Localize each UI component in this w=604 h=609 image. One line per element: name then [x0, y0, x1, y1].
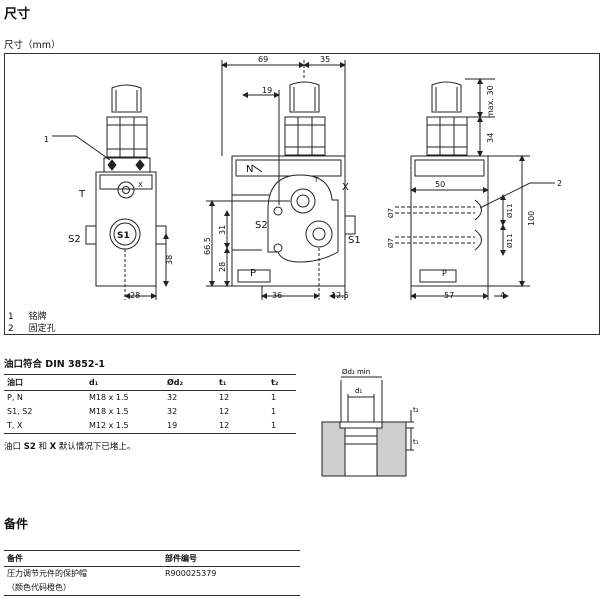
table-cell: S1, S2 [7, 407, 33, 416]
legend-number: 1 [8, 312, 14, 322]
fig-label-t1: t₁ [413, 438, 419, 446]
table-cell: 32 [167, 407, 178, 416]
port-s2-label-left: S2 [68, 234, 81, 245]
dim-100: 100 [527, 211, 536, 226]
port-x-label-left: X [138, 181, 143, 189]
port-x-label-right: X [342, 182, 349, 193]
legend-text: 铭牌 [28, 312, 47, 322]
dim-50: 50 [435, 180, 445, 189]
note-text: 和 [35, 442, 50, 452]
dim-31: 31 [218, 225, 227, 235]
legend-item: 1 铭牌 [8, 309, 47, 322]
dim-35: 35 [320, 55, 330, 64]
legend-item: 2 固定孔 [8, 321, 56, 334]
spares-table: 备件 部件编号 压力调节元件的保护帽 R900025379 （颜色代码橙色） [4, 550, 300, 596]
port-detail-figure: Ød₂ min d₁ t₂ t₁ [321, 368, 419, 477]
column-header: 部件编号 [162, 550, 300, 567]
dim-34: 34 [486, 133, 495, 143]
dim-19: 19 [262, 86, 272, 95]
port-t-label-left: T [78, 189, 86, 200]
table-cell: 1 [268, 419, 296, 434]
table-cell: （颜色代码橙色） [4, 581, 162, 596]
column-header: Ød₂ [164, 374, 216, 391]
dim-12-5: 12.5 [331, 291, 349, 300]
left-view [52, 84, 169, 300]
legend-number: 2 [8, 324, 14, 334]
side-view [395, 78, 555, 300]
port-s2-label-mid: S2 [255, 220, 268, 231]
port-n-label: N [246, 164, 253, 175]
dim-4: 4 [500, 291, 505, 300]
column-header: 油口 [4, 374, 86, 391]
table-row: 压力调节元件的保护帽 R900025379 [4, 567, 300, 582]
port-p-label: P [250, 268, 256, 279]
dim-dia-7-lower: Ø7 [387, 238, 395, 248]
column-header: d₁ [86, 374, 164, 391]
port-s1-circle-label: S1 [117, 231, 130, 241]
fig-label-t2: t₂ [413, 406, 419, 414]
note-text: 默认情况下已堵上。 [56, 442, 136, 452]
ports-section-title: 油口符合 DIN 3852-1 [4, 359, 105, 370]
legend-text: 固定孔 [28, 324, 56, 334]
dim-57: 57 [444, 291, 454, 300]
table-cell: R900025379 [165, 569, 217, 578]
column-header: t₂ [268, 374, 296, 391]
table-row: T, X M12 x 1.5 19 12 1 [4, 419, 296, 434]
table-cell: 12 [216, 419, 268, 434]
dim-38: 38 [165, 255, 174, 265]
dim-dia-11-lower: Ø11 [506, 234, 514, 248]
note-port-s2: S2 [23, 442, 36, 452]
column-header: t₁ [216, 374, 268, 391]
port-t-label-right: T [313, 176, 319, 184]
note-text: 油口 [4, 442, 24, 452]
note-port-x: X [49, 442, 57, 452]
fig-label-od2-min: Ød₂ min [342, 368, 370, 376]
table-header-row: 油口 d₁ Ød₂ t₁ t₂ [4, 374, 296, 391]
table-row: P, N M18 x 1.5 32 12 1 [4, 391, 296, 406]
spares-section-title: 备件 [4, 517, 29, 531]
table-cell: M12 x 1.5 [86, 419, 164, 434]
dim-28-vertical: 28 [218, 262, 227, 272]
table-cell: M18 x 1.5 [89, 393, 129, 402]
table-cell: M18 x 1.5 [89, 407, 129, 416]
front-view [206, 60, 356, 300]
dim-69: 69 [258, 55, 268, 64]
ports-note: 油口 S2 和 X 默认情况下已堵上。 [4, 440, 135, 452]
dim-dia-11-upper: Ø11 [506, 204, 514, 218]
dim-66-5: 66.5 [203, 237, 212, 255]
table-header-row: 备件 部件编号 [4, 550, 300, 567]
table-cell [162, 581, 300, 596]
dim-36: 36 [272, 291, 282, 300]
callout-1-label: 1 [44, 135, 49, 144]
table-cell: P, N [7, 393, 23, 402]
port-p-label-side: P [442, 269, 447, 278]
fig-label-d1: d₁ [355, 387, 362, 395]
port-s1-label-mid: S1 [348, 235, 361, 246]
table-cell: 1 [271, 407, 277, 416]
table-row: S1, S2 M18 x 1.5 32 12 1 [4, 405, 296, 419]
table-cell: 12 [219, 407, 230, 416]
dim-dia-7-upper: Ø7 [387, 208, 395, 218]
column-header: 备件 [4, 550, 162, 567]
table-cell: 19 [164, 419, 216, 434]
dimension-drawing-frame [4, 53, 600, 335]
page-title: 尺寸 [4, 7, 31, 22]
dimension-drawing: 1 T X S2 S1 28 38 69 35 19 N T X S2 S1 P… [44, 55, 562, 300]
callout-2-label: 2 [557, 179, 562, 188]
dim-28-horizontal: 28 [130, 291, 140, 300]
table-cell: T, X [4, 419, 86, 434]
page-subtitle: 尺寸（mm） [4, 40, 61, 51]
table-row: （颜色代码橙色） [4, 581, 300, 596]
ports-table: 油口 d₁ Ød₂ t₁ t₂ P, N M18 x 1.5 32 12 1 S… [4, 374, 296, 434]
dim-max-30: max. 30 [486, 85, 495, 118]
table-cell: 32 [167, 393, 178, 402]
table-cell: 压力调节元件的保护帽 [7, 569, 87, 578]
table-cell: 1 [271, 393, 277, 402]
table-cell: 12 [219, 393, 230, 402]
